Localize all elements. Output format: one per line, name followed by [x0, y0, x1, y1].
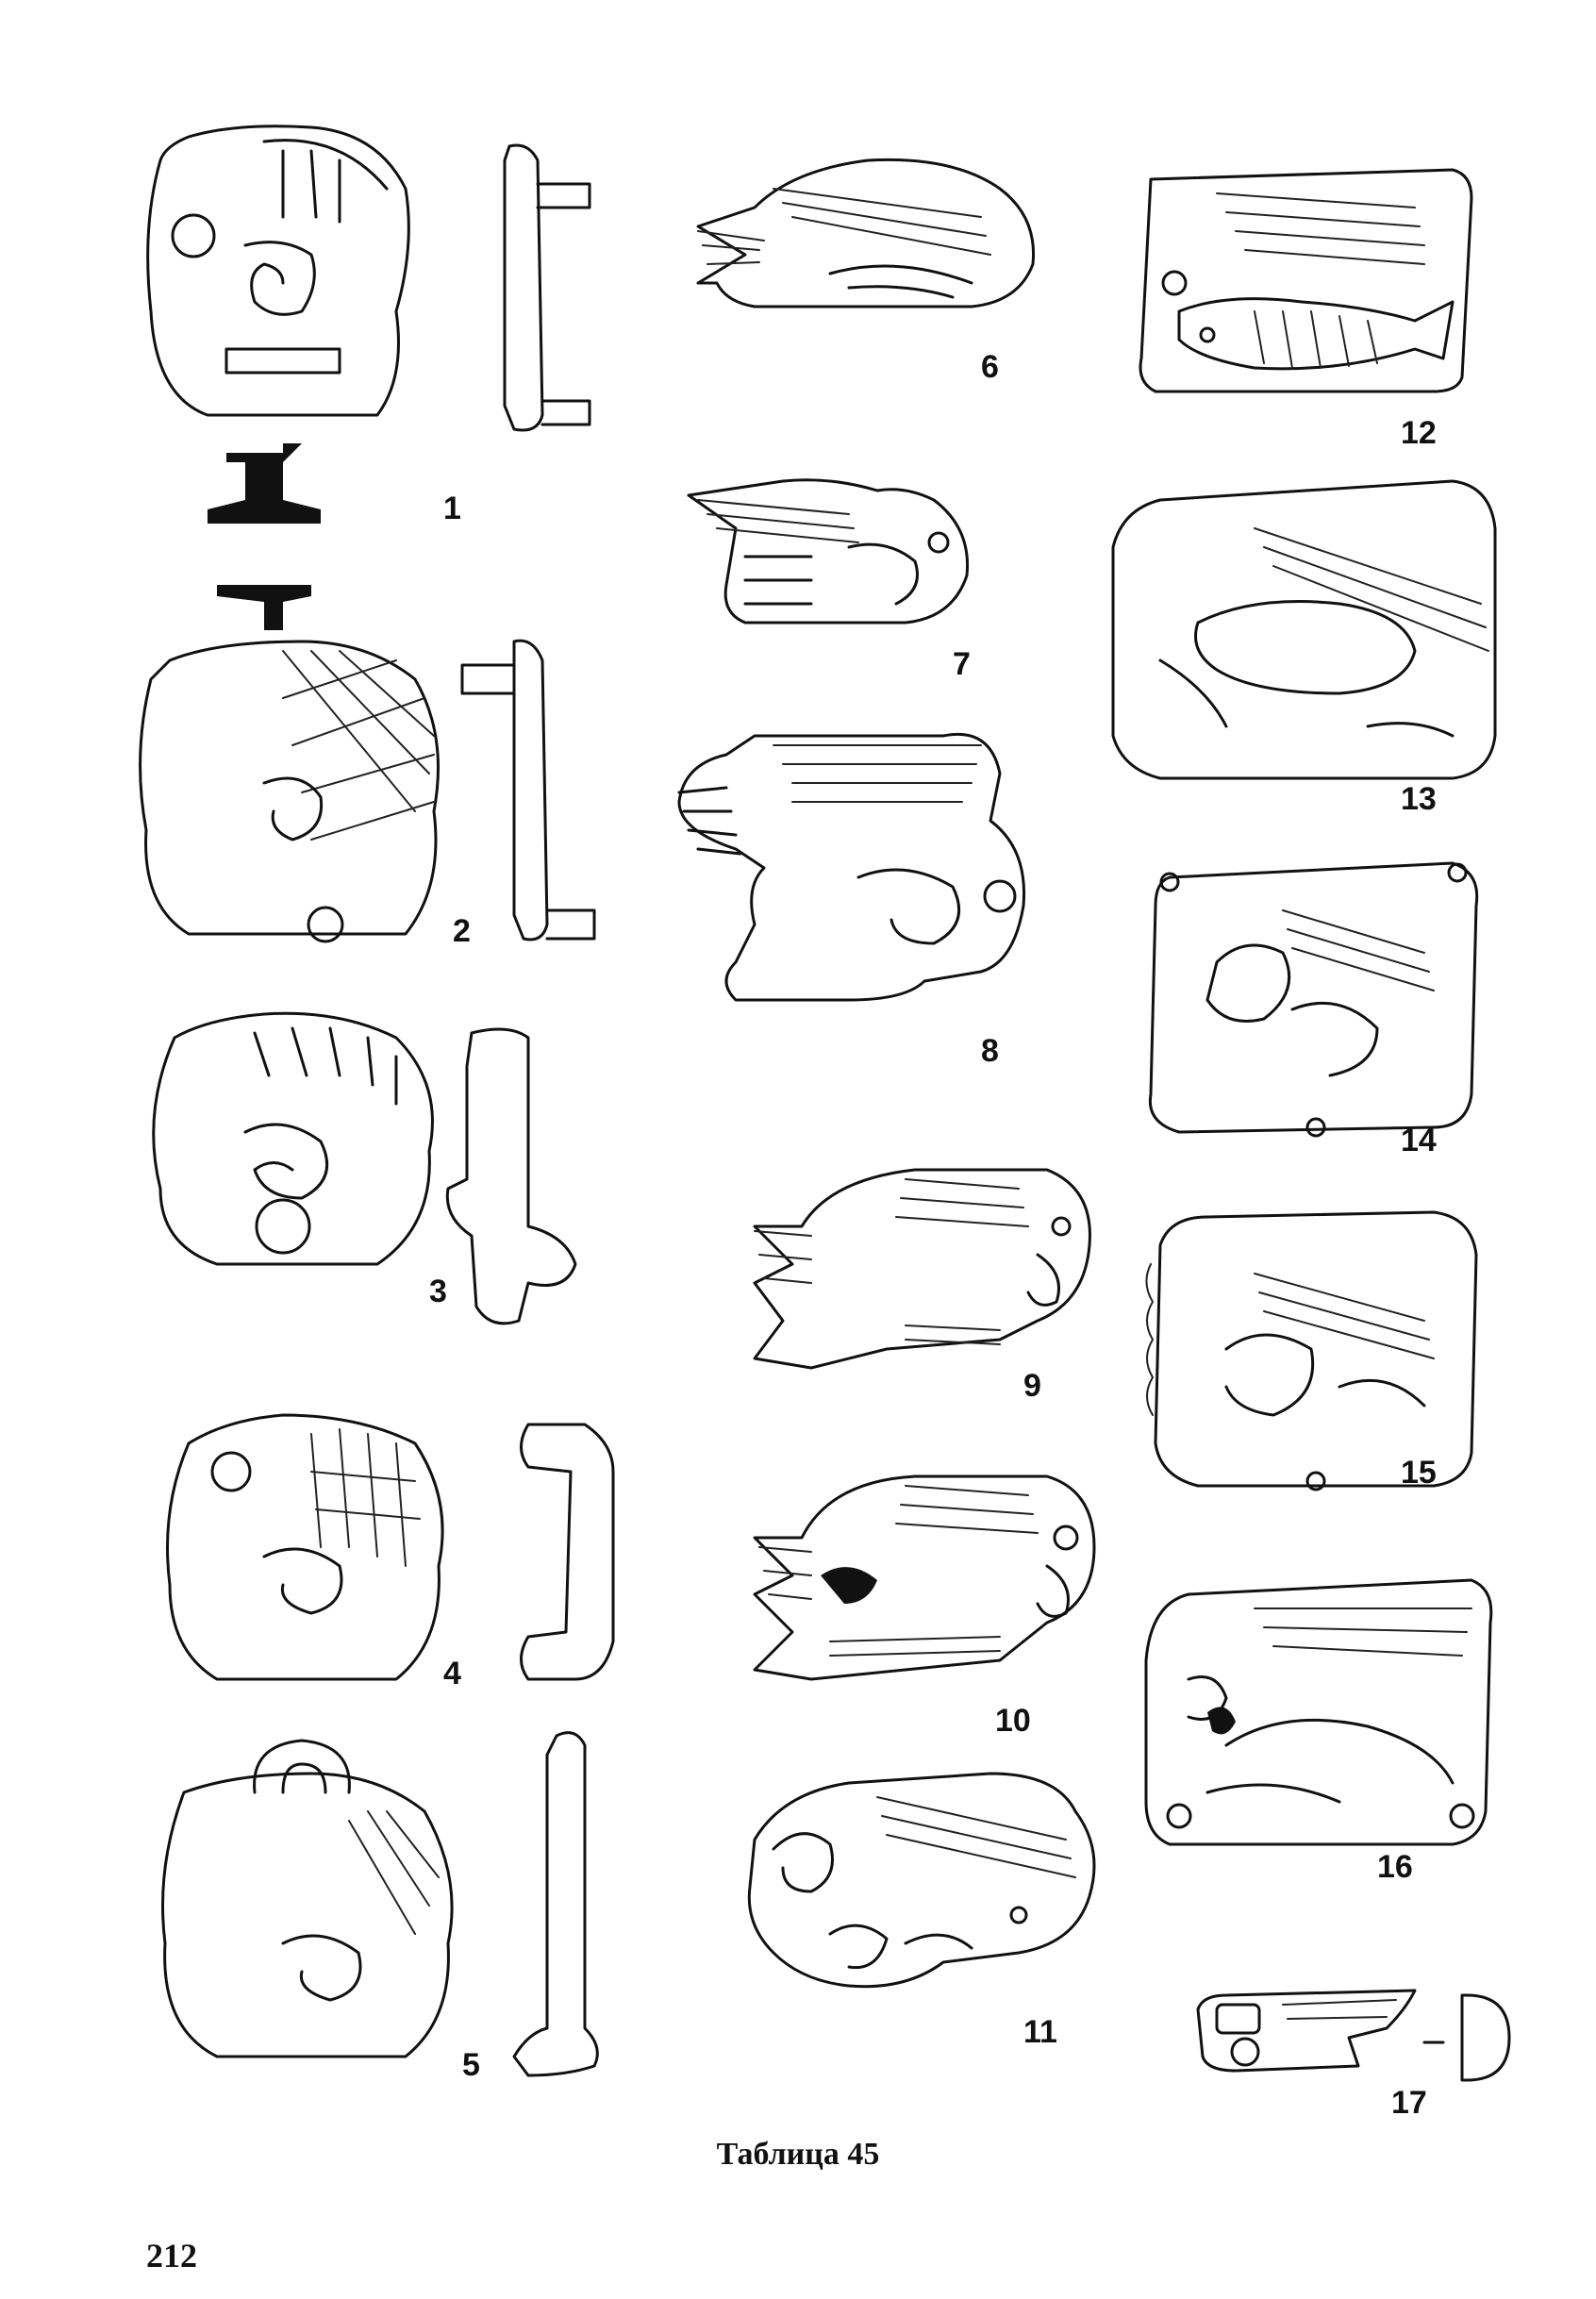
plate-caption: Таблица 45	[716, 2137, 880, 2172]
figure-label: 15	[1401, 1455, 1437, 1491]
figure-label: 1	[443, 491, 461, 526]
figure-6	[696, 158, 1036, 308]
figure-8	[677, 732, 1026, 1002]
figure-10	[753, 1474, 1096, 1681]
figure-label: 17	[1391, 2085, 1427, 2121]
page-number: 212	[146, 2237, 197, 2274]
figure-13	[1111, 479, 1497, 780]
figure-1	[146, 125, 591, 524]
figure-label: 11	[1023, 2014, 1057, 2050]
figure-label: 16	[1377, 1849, 1413, 1885]
figure-2	[139, 585, 596, 943]
figure-label: 13	[1401, 781, 1437, 817]
figure-3	[152, 1011, 577, 1325]
figure-label: 3	[429, 1274, 447, 1309]
figure-label: 9	[1023, 1368, 1041, 1404]
figure-9	[753, 1168, 1091, 1370]
figure-label: 10	[995, 1703, 1031, 1739]
figure-11	[747, 1772, 1096, 1989]
figure-label: 12	[1401, 415, 1437, 451]
figure-12	[1139, 168, 1473, 393]
figure-7	[687, 478, 970, 625]
figure-15	[1145, 1210, 1478, 1491]
figure-label: 2	[453, 913, 471, 949]
figure-label: 7	[953, 646, 971, 682]
figure-16	[1144, 1578, 1493, 1846]
figure-label: 5	[462, 2047, 480, 2083]
figure-14	[1148, 861, 1479, 1138]
figure-17	[1196, 1989, 1511, 2082]
figure-4	[166, 1413, 615, 1681]
figure-5	[161, 1731, 599, 2077]
figure-label: 4	[443, 1656, 461, 1691]
figure-label: 8	[981, 1033, 999, 1069]
figure-label: 6	[981, 349, 999, 385]
figure-label: 14	[1401, 1123, 1437, 1158]
